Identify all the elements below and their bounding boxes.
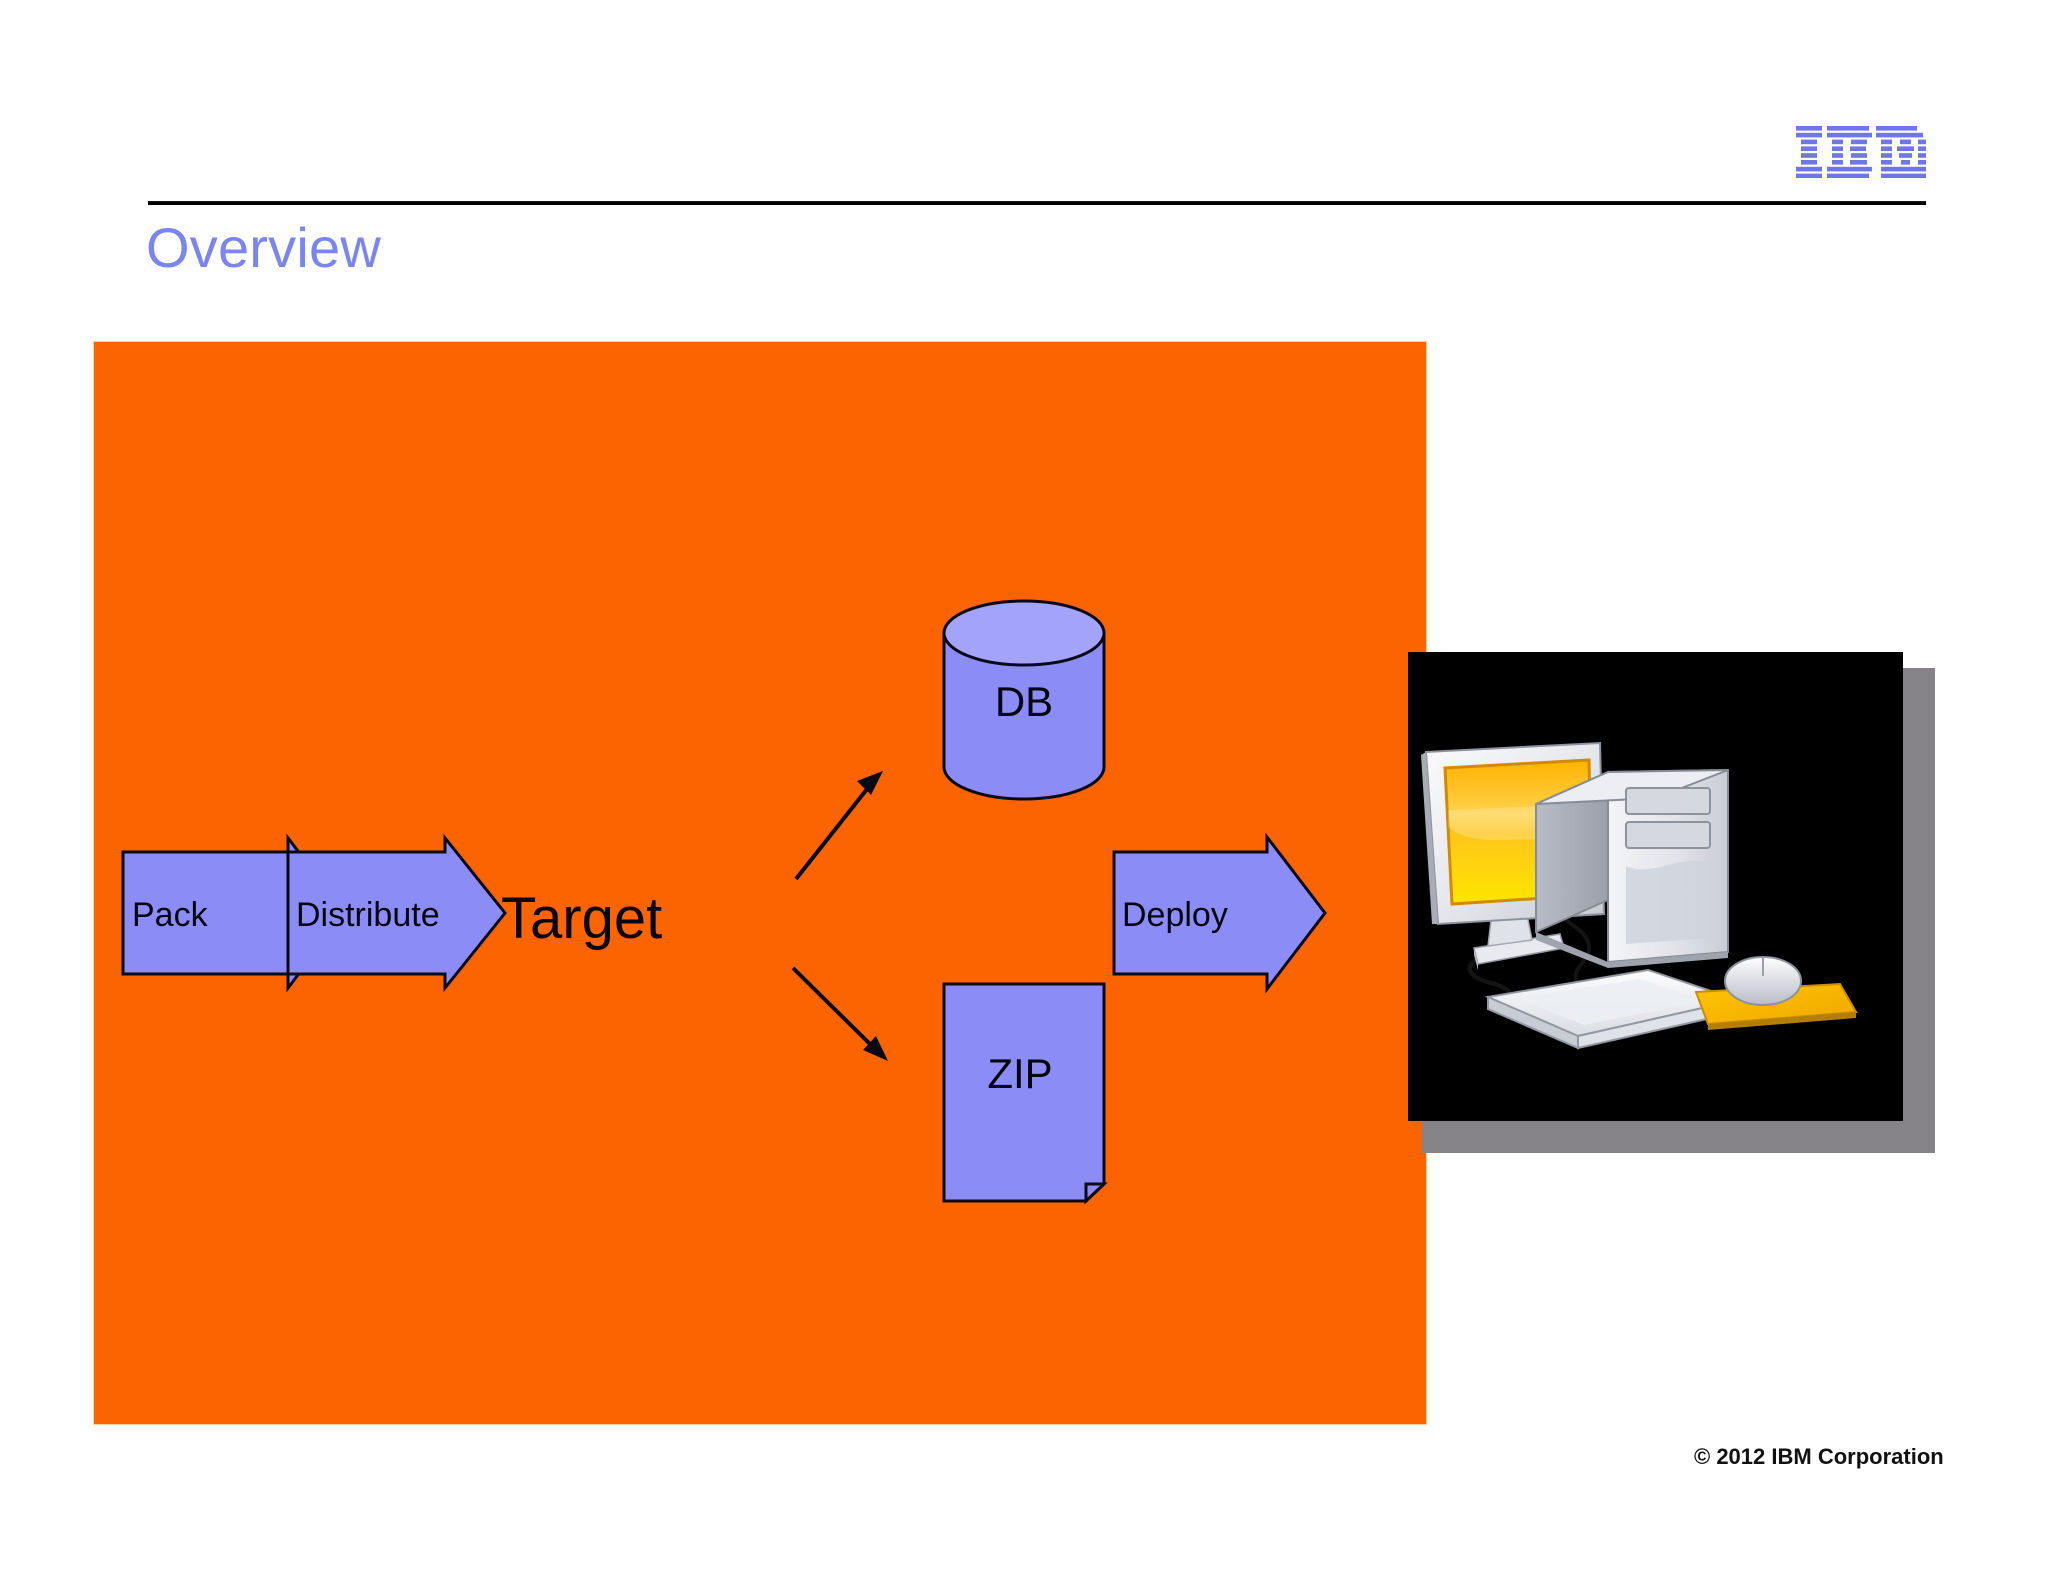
connector-target-zip	[791, 966, 888, 1061]
picture-frame	[1408, 652, 1903, 1121]
target-label: Target	[501, 886, 662, 951]
keyboard-icon	[1484, 968, 1742, 1050]
computer-picture	[1408, 652, 1935, 1153]
zip-document[interactable]	[942, 982, 1108, 1205]
pack-arrow-label: Pack	[132, 896, 209, 934]
ibm-logo	[1796, 126, 1930, 178]
distribute-arrow[interactable]	[286, 833, 507, 993]
distribute-arrow-label: Distribute	[296, 896, 440, 934]
process-flow-diagram: Pack Distribute Target	[93, 341, 1427, 1425]
mouse-icon	[1694, 956, 1858, 1030]
deploy-arrow-label: Deploy	[1122, 896, 1228, 934]
tower-icon	[1535, 768, 1729, 968]
connector-target-db	[794, 771, 883, 881]
db-label: DB	[995, 678, 1053, 725]
footer-copyright: © 2012 IBM Corporation	[1694, 1444, 1944, 1469]
deploy-arrow[interactable]	[1112, 832, 1327, 994]
page-title: Overview	[146, 216, 381, 279]
header-divider	[148, 201, 1926, 205]
db-cylinder[interactable]	[942, 599, 1106, 801]
zip-label: ZIP	[987, 1050, 1052, 1097]
